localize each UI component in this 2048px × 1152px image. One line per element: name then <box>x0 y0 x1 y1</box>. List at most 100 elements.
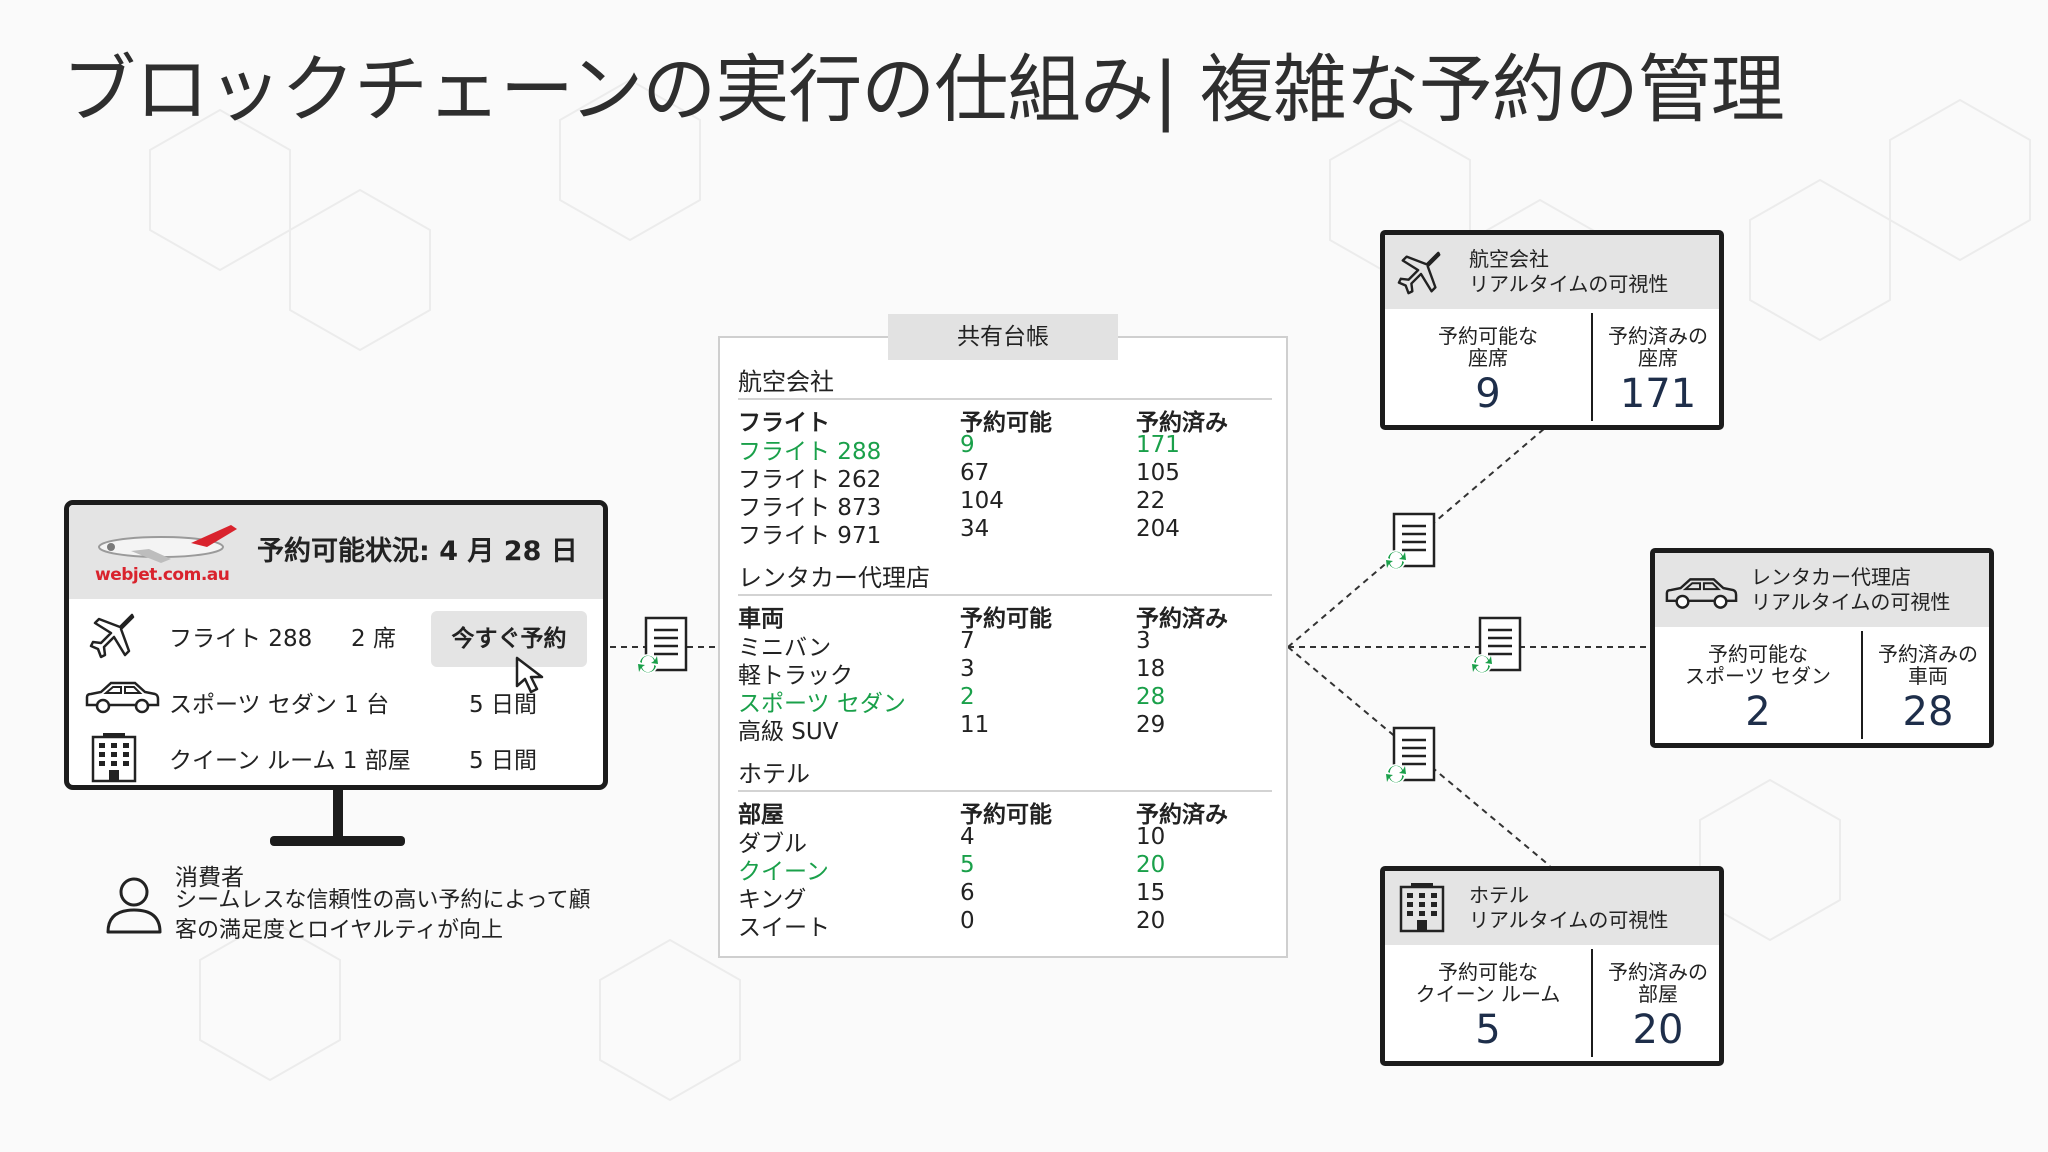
ledger-row-booked: 20 <box>1136 852 1166 878</box>
person-icon <box>106 877 162 934</box>
col-header-available: 予約可能 <box>960 410 1052 436</box>
page-title: ブロックチェーンの実行の仕組み| 複雑な予約の管理 <box>62 47 1785 133</box>
panel-subtitle: リアルタイムの可視性 <box>1469 272 1669 296</box>
ledger-row-booked: 22 <box>1136 488 1166 514</box>
available-sedan-value: 2 <box>1745 689 1771 735</box>
ledger-row-booked: 20 <box>1136 908 1166 934</box>
section-divider <box>738 594 1272 596</box>
availability-heading: 予約可能状況: 4 月 28 日 <box>257 536 578 567</box>
panel-subtitle: リアルタイムの可視性 <box>1751 590 1951 614</box>
airplane-icon <box>1397 251 1441 295</box>
document-sync-icon <box>1386 726 1436 784</box>
available-seats-value: 9 <box>1475 371 1501 417</box>
hotel-visibility-panel: ホテル リアルタイムの可視性 予約可能な クイーン ルーム 5 予約済みの 部屋… <box>1380 866 1724 1066</box>
monitor-base <box>270 836 405 846</box>
booked-vehicles-value: 28 <box>1902 689 1954 735</box>
panel-header: 航空会社 リアルタイムの可視性 <box>1385 235 1719 309</box>
ledger-row-name: スポーツ セダン <box>738 691 906 717</box>
section-divider <box>738 790 1272 792</box>
ledger-title-tab: 共有台帳 <box>888 314 1118 360</box>
ledger-row-available: 11 <box>960 712 990 738</box>
section-divider <box>738 398 1272 400</box>
ledger-row-name: フライト 971 <box>738 523 882 549</box>
consumer-label: 消費者 <box>175 865 244 891</box>
ledger-row-name: フライト 288 <box>738 439 882 465</box>
available-seats-label: 予約可能な 座席 <box>1438 324 1538 370</box>
ledger-row-name: フライト 262 <box>738 467 882 493</box>
airplane-icon <box>89 613 135 659</box>
ledger-row-name: ダブル <box>738 831 807 857</box>
building-icon <box>91 733 137 783</box>
booked-seats-label: 予約済みの 座席 <box>1608 324 1708 370</box>
document-sync-icon <box>638 616 688 674</box>
col-header-booked: 予約済み <box>1136 410 1228 436</box>
ledger-row-name: クイーン <box>738 859 829 885</box>
panel-divider <box>1861 631 1863 739</box>
col-header-item: フライト <box>738 410 830 436</box>
ledger-row-name: 軽トラック <box>738 663 853 689</box>
ledger-row-available: 34 <box>960 516 990 542</box>
ledger-row-booked: 28 <box>1136 684 1166 710</box>
row-flight-label: フライト 288 <box>169 626 313 652</box>
col-header-item: 車両 <box>738 606 784 632</box>
row-flight-qty: 2 席 <box>351 626 396 652</box>
ledger-row-available: 6 <box>960 880 975 906</box>
monitor-header: webjet.com.au 予約可能状況: 4 月 28 日 <box>69 505 603 599</box>
car-icon <box>85 681 160 714</box>
available-queen-value: 5 <box>1475 1007 1501 1053</box>
col-header-available: 予約可能 <box>960 802 1052 828</box>
panel-header: レンタカー代理店 リアルタイムの可視性 <box>1655 553 1989 627</box>
airline-visibility-panel: 航空会社 リアルタイムの可視性 予約可能な 座席 9 予約済みの 座席 171 <box>1380 230 1724 430</box>
ledger-section-title: ホテル <box>738 760 810 788</box>
ledger-row-booked: 29 <box>1136 712 1166 738</box>
ledger-row-booked: 3 <box>1136 628 1151 654</box>
ledger-row-name: キング <box>738 887 807 913</box>
booked-seats-value: 171 <box>1619 371 1697 417</box>
available-sedan-label: 予約可能な スポーツ セダン <box>1685 642 1831 688</box>
ledger-row-name: ミニバン <box>738 635 832 661</box>
booked-vehicles-label: 予約済みの 車両 <box>1878 642 1978 688</box>
panel-title: 航空会社 <box>1469 247 1549 271</box>
panel-divider <box>1591 313 1593 421</box>
col-header-item: 部屋 <box>738 802 784 828</box>
booked-rooms-value: 20 <box>1632 1007 1684 1053</box>
row-room-label: クイーン ルーム 1 部屋 <box>169 748 411 774</box>
building-icon <box>1399 883 1445 933</box>
available-queen-label: 予約可能な クイーン ルーム <box>1415 960 1561 1006</box>
ledger-row-booked: 15 <box>1136 880 1166 906</box>
ledger-row-available: 2 <box>960 684 975 710</box>
ledger-row-available: 9 <box>960 432 975 458</box>
monitor-screen: webjet.com.au 予約可能状況: 4 月 28 日 フライト 288 … <box>64 500 608 790</box>
ledger-row-available: 104 <box>960 488 1004 514</box>
row-car-qty: 5 日間 <box>469 692 537 718</box>
row-car-label: スポーツ セダン 1 台 <box>169 692 390 718</box>
ledger-row-name: 高級 SUV <box>738 719 839 745</box>
rental-visibility-panel: レンタカー代理店 リアルタイムの可視性 予約可能な スポーツ セダン 2 予約済… <box>1650 548 1994 748</box>
col-header-booked: 予約済み <box>1136 802 1228 828</box>
ledger-row-available: 67 <box>960 460 990 486</box>
panel-subtitle: リアルタイムの可視性 <box>1469 908 1669 932</box>
col-header-booked: 予約済み <box>1136 606 1228 632</box>
document-sync-icon <box>1472 616 1522 674</box>
ledger-section-title: レンタカー代理店 <box>738 564 930 592</box>
ledger-row-booked: 10 <box>1136 824 1166 850</box>
panel-divider <box>1591 949 1593 1057</box>
monitor-stand <box>333 790 343 842</box>
book-now-button[interactable]: 今すぐ予約 <box>431 611 587 667</box>
booked-rooms-label: 予約済みの 部屋 <box>1608 960 1708 1006</box>
panel-title: ホテル <box>1469 883 1529 907</box>
panel-title: レンタカー代理店 <box>1751 565 1911 589</box>
ledger-row-available: 3 <box>960 656 975 682</box>
ledger-row-name: フライト 873 <box>738 495 882 521</box>
ledger-row-booked: 204 <box>1136 516 1180 542</box>
consumer-description: シームレスな信頼性の高い予約によって顧客の満足度とロイヤルティが向上 <box>175 888 591 943</box>
ledger-row-available: 7 <box>960 628 975 654</box>
ledger-row-name: スイート <box>738 915 830 941</box>
ledger-row-booked: 105 <box>1136 460 1180 486</box>
webjet-plane-logo <box>98 525 237 563</box>
ledger-row-booked: 18 <box>1136 656 1166 682</box>
col-header-available: 予約可能 <box>960 606 1052 632</box>
ledger-row-booked: 171 <box>1136 432 1180 458</box>
ledger-row-available: 0 <box>960 908 975 934</box>
brand-logo-text: webjet.com.au <box>95 565 230 585</box>
